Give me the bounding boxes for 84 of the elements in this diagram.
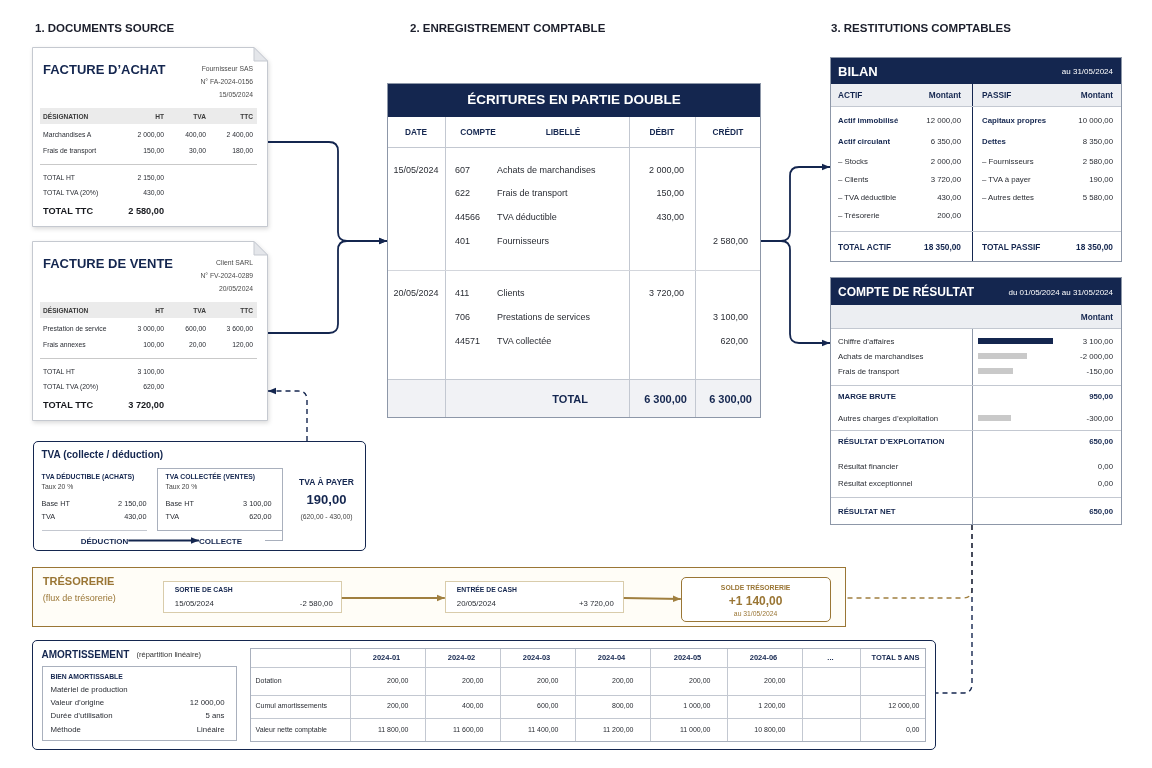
arrow xyxy=(127,537,200,544)
table-cell: Clients xyxy=(497,287,525,299)
arrow xyxy=(340,594,446,602)
panel-title: TRÉSORERIE xyxy=(42,574,115,590)
panel-title: TVA (collecte / déduction) xyxy=(41,448,164,461)
column-header: DÉBIT xyxy=(649,126,675,138)
table-cell: 2 000,00 xyxy=(648,164,684,176)
vat-card xyxy=(156,467,283,531)
table-cell: 3 720,00 xyxy=(128,399,164,411)
document-title: FACTURE DE VENTE xyxy=(43,254,173,272)
journal-table xyxy=(387,83,761,418)
balance-card xyxy=(680,576,831,622)
table-cell: TOTAL PASSIF xyxy=(982,241,1041,253)
column-header: ACTIF xyxy=(838,89,863,101)
period-label: au 31/05/2024 xyxy=(1061,65,1113,77)
balance-sheet-table xyxy=(830,57,1122,262)
table-cell: 2 580,00 xyxy=(128,205,164,217)
table-cell: Frais de transport xyxy=(497,187,568,199)
table-cell: TVA déductible xyxy=(497,211,557,223)
vat-panel xyxy=(33,441,366,551)
cash-card xyxy=(162,580,342,613)
section-heading: 2. ENREGISTREMENT COMPTABLE xyxy=(410,20,606,36)
table-cell: 2 580,00 xyxy=(712,235,748,247)
table-title: BILAN xyxy=(838,62,878,80)
table-cell: 411 xyxy=(455,287,470,299)
column-header: CRÉDIT xyxy=(712,126,744,138)
asset-card xyxy=(41,665,237,741)
table-cell: 401 xyxy=(455,235,471,247)
table-cell: 18 350,00 xyxy=(1076,241,1113,253)
table-cell: 44571 xyxy=(455,335,481,347)
dashed-connector-line xyxy=(935,524,973,694)
table-title: ÉCRITURES EN PARTIE DOUBLE xyxy=(467,91,681,109)
column-header: DATE xyxy=(405,126,427,138)
table-cell: 706 xyxy=(455,311,471,323)
cash-card xyxy=(444,580,624,613)
table-cell: TOTAL TTC xyxy=(43,205,93,217)
column-header: Montant xyxy=(928,89,961,101)
panel-subtitle: (flux de trésorerie) xyxy=(42,591,116,604)
column-header: PASSIF xyxy=(982,89,1012,101)
section-label: TVA À PAYER xyxy=(299,475,354,488)
amount-value: 190,00 xyxy=(306,491,347,508)
table-cell: Achats de marchandises xyxy=(497,164,596,176)
table-cell: 18 350,00 xyxy=(924,241,961,253)
dashed-arrow xyxy=(267,387,308,442)
column-header: Montant xyxy=(1080,311,1113,323)
table-cell: TVA collectée xyxy=(497,335,552,347)
arrow xyxy=(760,240,831,347)
table-cell: Prestations de services xyxy=(497,311,591,323)
table-cell: Fournisseurs xyxy=(497,235,550,247)
table-cell: 44566 xyxy=(455,211,481,223)
table-title: COMPTE DE RÉSULTAT xyxy=(838,284,974,300)
table-cell: 15/05/2024 xyxy=(393,164,439,176)
table-cell: 430,00 xyxy=(656,211,684,223)
table-cell: TOTAL TTC xyxy=(43,399,93,411)
cash-flow-panel xyxy=(32,567,846,627)
table-cell: 622 xyxy=(455,187,471,199)
table-cell: 620,00 xyxy=(720,335,748,347)
panel-title: AMORTISSEMENT xyxy=(41,648,130,661)
arrow xyxy=(622,595,682,603)
document-title: FACTURE D’ACHAT xyxy=(43,60,166,78)
period-label: du 01/05/2024 au 31/05/2024 xyxy=(1008,286,1113,298)
table-cell: TOTAL xyxy=(552,391,588,407)
table-cell: 607 xyxy=(455,164,471,176)
table-cell: TOTAL ACTIF xyxy=(838,241,892,253)
arrow xyxy=(267,237,388,334)
column-header: COMPTE xyxy=(460,126,496,138)
table-cell: 150,00 xyxy=(656,187,684,199)
table-cell: 6 300,00 xyxy=(709,391,752,407)
depreciation-panel xyxy=(32,640,936,750)
section-heading: 1. DOCUMENTS SOURCE xyxy=(35,20,175,36)
flow-label: COLLECTE xyxy=(198,535,243,546)
invoice-document xyxy=(32,241,268,421)
table-cell: 3 720,00 xyxy=(648,287,684,299)
amount-value: +1 140,00 xyxy=(728,592,783,609)
income-statement-table xyxy=(830,277,1122,525)
section-heading: 3. RESTITUTIONS COMPTABLES xyxy=(831,20,1011,36)
depreciation-table xyxy=(249,647,926,742)
table-cell: 3 100,00 xyxy=(712,311,748,323)
column-header: LIBELLÉ xyxy=(545,126,581,138)
table-cell: 6 300,00 xyxy=(644,391,687,407)
table-cell: 20/05/2024 xyxy=(393,287,439,299)
flow-label: DÉDUCTION xyxy=(80,535,129,546)
column-header: Montant xyxy=(1080,89,1113,101)
invoice-document xyxy=(32,47,268,227)
